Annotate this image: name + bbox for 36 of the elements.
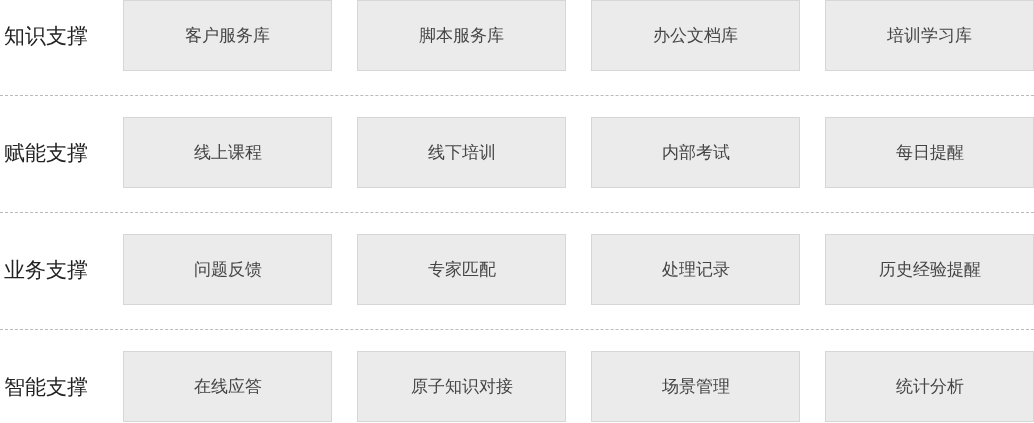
category-box [825, 234, 1034, 305]
category-box [123, 117, 332, 188]
box-text: 培训学习库 [887, 24, 972, 47]
category-box [825, 117, 1034, 188]
category-box [357, 0, 566, 71]
category-box [357, 351, 566, 422]
category-box [357, 117, 566, 188]
category-box [357, 234, 566, 305]
row-heading: 赋能支撑 [4, 140, 88, 167]
box-text: 场景管理 [661, 375, 730, 398]
box-text: 在线应答 [193, 375, 262, 398]
category-box [825, 0, 1034, 71]
category-box [591, 117, 800, 188]
box-text: 每日提醒 [895, 141, 964, 164]
box-text: 专家匹配 [427, 258, 496, 281]
box-text: 问题反馈 [193, 258, 262, 281]
box-text: 内部考试 [661, 141, 730, 164]
row-heading: 知识支撑 [4, 23, 88, 50]
box-text: 历史经验提醒 [878, 258, 981, 281]
category-box [123, 234, 332, 305]
box-text: 客户服务库 [185, 24, 270, 47]
category-box [825, 351, 1034, 422]
category-box [591, 234, 800, 305]
box-text: 办公文档库 [653, 24, 738, 47]
row-heading: 业务支撑 [4, 257, 88, 284]
box-text: 脚本服务库 [419, 24, 504, 47]
box-text: 处理记录 [661, 258, 730, 281]
box-text: 线上课程 [193, 141, 262, 164]
category-box [123, 351, 332, 422]
box-text: 原子知识对接 [410, 375, 513, 398]
row-heading: 智能支撑 [4, 374, 88, 401]
category-box [591, 351, 800, 422]
category-box [123, 0, 332, 71]
box-text: 线下培训 [427, 141, 496, 164]
category-box [591, 0, 800, 71]
box-text: 统计分析 [895, 375, 964, 398]
